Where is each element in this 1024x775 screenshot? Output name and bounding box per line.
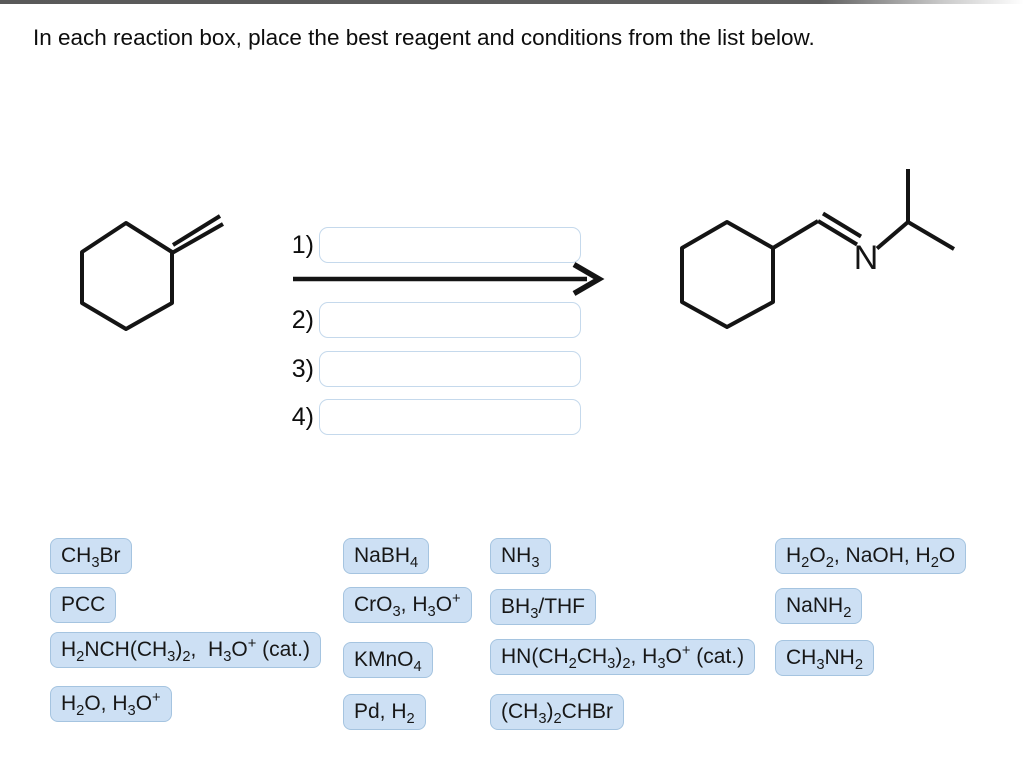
cyclohexane-ring <box>680 220 775 329</box>
isopropyl-methyl-right-bond <box>906 220 956 251</box>
step-label-4: 4) <box>291 403 314 431</box>
reagent-chip-cro3-hydronium[interactable]: CrO3, H3O+ <box>343 587 472 623</box>
exocyclic-double-bond-line1 <box>171 222 224 255</box>
reagent-chip-isopropylamine-acid[interactable]: H2NCH(CH3)2, H3O+ (cat.) <box>50 632 321 668</box>
product-structure: N <box>680 169 956 329</box>
imine-double-bond-line2 <box>821 211 863 239</box>
reagent-slot-4[interactable] <box>319 399 581 435</box>
reagent-slot-2[interactable] <box>319 302 581 338</box>
imine-nitrogen-label: N <box>854 239 879 277</box>
nitrogen-to-isopropyl-bond <box>875 220 910 251</box>
reagent-chip-diethylamine-acid[interactable]: HN(CH2CH3)2, H3O+ (cat.) <box>490 639 756 675</box>
reagent-chip-kmno4[interactable]: KMnO4 <box>343 642 433 678</box>
reagent-slot-3[interactable] <box>319 351 581 387</box>
reagent-chip-nh3[interactable]: NH3 <box>490 538 551 574</box>
reagent-chip-ch3br[interactable]: CH3Br <box>50 538 132 574</box>
prompt-title: In each reaction box, place the best rea… <box>33 25 815 50</box>
reagent-chip-isopropyl-bromide[interactable]: (CH3)2CHBr <box>490 694 625 730</box>
reagent-chip-pd-h2[interactable]: Pd, H2 <box>343 694 426 730</box>
reaction-arrow <box>293 262 605 296</box>
reaction-arrow-head <box>572 262 605 296</box>
window-edge-bar <box>0 0 1024 4</box>
reagent-chip-ch3nh2[interactable]: CH3NH2 <box>775 640 875 676</box>
reagent-chip-water-hydronium[interactable]: H2O, H3O+ <box>50 686 172 722</box>
imine-double-bond-line1 <box>816 219 859 247</box>
reagent-chip-bh3-thf[interactable]: BH3/THF <box>490 589 597 625</box>
reactant-structure <box>80 214 224 331</box>
reagent-chip-nabh4[interactable]: NaBH4 <box>343 538 430 574</box>
reagent-chip-nanh2[interactable]: NaNH2 <box>775 588 863 624</box>
cyclohexane-ring <box>80 221 174 331</box>
reagent-slot-1[interactable] <box>319 227 581 263</box>
step-label-2: 2) <box>291 306 314 334</box>
reagent-chip-pcc[interactable]: PCC <box>50 587 117 623</box>
step-label-3: 3) <box>291 355 314 383</box>
ring-to-imine-bond <box>771 219 820 250</box>
step-label-1: 1) <box>291 231 314 259</box>
reagent-chip-h2o2-naoh-h2o[interactable]: H2O2, NaOH, H2O <box>775 538 967 574</box>
exocyclic-double-bond-line2 <box>171 214 222 247</box>
